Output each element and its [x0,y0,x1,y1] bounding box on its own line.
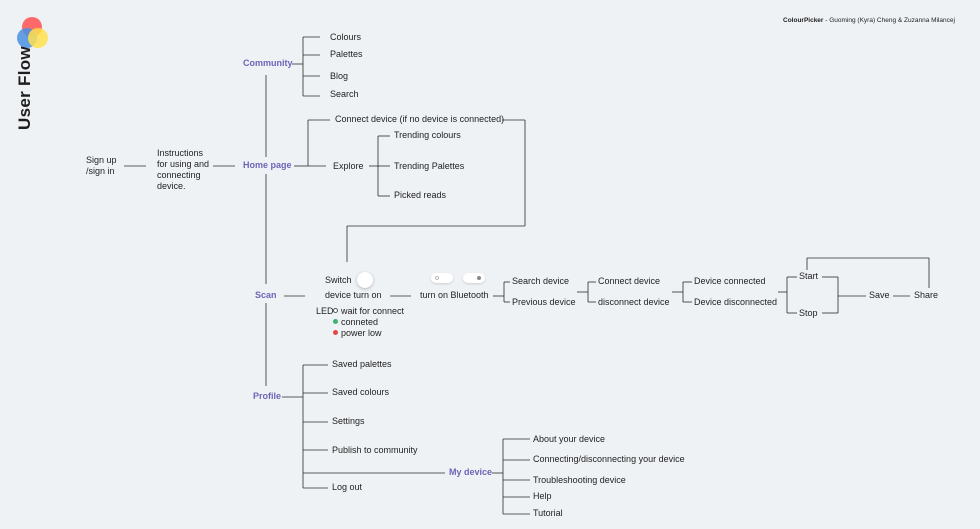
node-my-device: My device [449,467,493,477]
scan-device-disconnected: Device disconnected [694,297,778,307]
led-green-dot-icon [333,319,338,324]
switch-knob-icon [357,272,373,288]
community-item-colours: Colours [330,32,362,42]
node-profile: Profile [253,391,282,401]
home-explore: Explore [333,161,364,171]
node-scan: Scan [255,290,277,300]
scan-connect-device: Connect device [598,276,661,286]
scan-device-turn-on: device turn on [325,290,382,300]
device-connecting: Connecting/disconnecting your device [533,454,685,464]
led-red-dot-icon [333,330,338,335]
logo-circle-yellow [28,28,48,48]
device-help: Help [533,491,552,501]
scan-device-connected: Device connected [694,276,766,286]
instructions-line1: Instructions [157,148,204,158]
scan-search-device: Search device [512,276,570,286]
scan-save: Save [869,290,890,300]
community-item-search: Search [330,89,359,99]
profile-saved-palettes: Saved palettes [332,359,392,369]
explore-trending-palettes: Trending Palettes [394,161,465,171]
node-community: Community [243,58,293,68]
scan-previous-device: Previous device [512,297,576,307]
led-state-power-low: power low [333,328,382,339]
instructions-line4: device. [157,181,186,191]
device-tutorial: Tutorial [533,508,563,518]
colourpicker-logo [17,17,48,48]
profile-publish: Publish to community [332,445,418,455]
signup-label-line2: /sign in [86,166,115,176]
home-connect-device: Connect device (if no device is connecte… [335,114,505,124]
scan-disconnect-device: disconnect device [598,297,670,307]
bluetooth-toggle-on-icon [463,273,485,283]
device-troubleshooting: Troubleshooting device [533,475,626,485]
scan-stop: Stop [799,308,818,318]
profile-saved-colours: Saved colours [332,387,390,397]
signup-label-line1: Sign up [86,155,117,165]
scan-start: Start [799,271,819,281]
profile-log-out: Log out [332,482,363,492]
explore-picked-reads: Picked reads [394,190,447,200]
community-item-palettes: Palettes [330,49,363,59]
instructions-line3: connecting [157,170,201,180]
led-white-dot-icon [333,308,338,313]
led-label: LED [316,306,334,316]
scan-share: Share [914,290,939,300]
node-home-page: Home page [243,160,292,170]
scan-switch: Switch [325,275,352,285]
scan-turn-on-bluetooth: turn on Bluetooth [420,290,489,300]
profile-settings: Settings [332,416,365,426]
led-state-connected: conneted [333,317,378,328]
device-about: About your device [533,434,606,444]
explore-trending-colours: Trending colours [394,130,461,140]
instructions-line2: for using and [157,159,210,169]
community-item-blog: Blog [330,71,349,81]
credit-text: ColourPicker - Guoming (Kyra) Cheng & Zu… [783,17,955,24]
led-state-wait: wait for connect [333,306,404,317]
bluetooth-toggle-off-icon [431,273,453,283]
